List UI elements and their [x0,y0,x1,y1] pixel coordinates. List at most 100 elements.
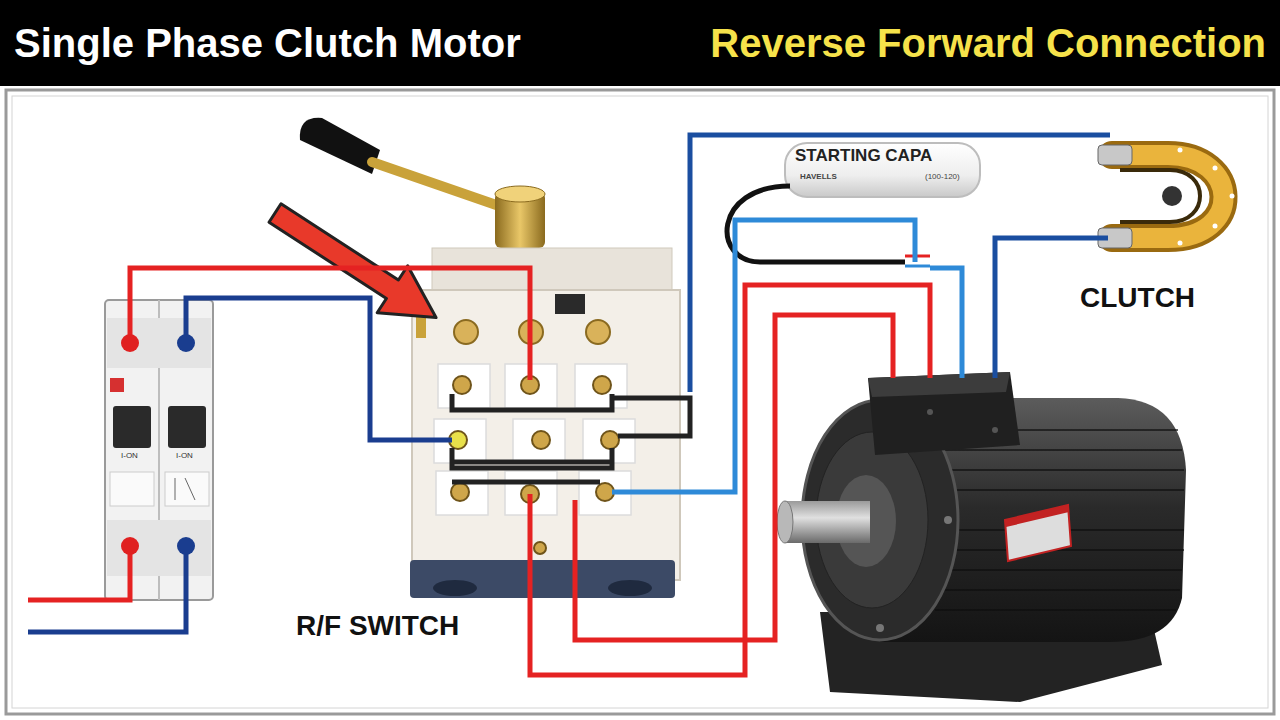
clutch-part-part [1213,166,1218,171]
motor-part [992,427,998,433]
pointer-arrow [260,190,452,342]
title-bar [0,0,1280,86]
cooling-fins-part [935,469,1184,471]
terminal-screws [449,376,619,554]
terminal-cells-part [513,419,565,463]
clutch-part-part [1213,224,1218,229]
terminal-screws-part [596,483,614,501]
rf-switch-part [416,316,426,338]
mcb-breaker-part [185,478,195,500]
mcb-breaker-part [175,478,176,500]
clutch-part [1112,155,1224,238]
motor-part-part [944,516,952,524]
brand-text: HAVELLS [800,172,837,181]
clutch-part [1162,186,1182,206]
nameplate [1005,505,1071,561]
component-label: R/F SWITCH [296,610,459,642]
mcb-breaker-part [105,300,213,600]
jumper-links-part [612,398,690,436]
terminal-cells [434,364,635,515]
motor-part [868,372,1010,397]
clutch-part [1098,145,1132,165]
rf-switch-part [555,294,585,314]
motor-shaft [785,501,870,543]
red-wire [28,546,130,600]
capacitor-lead [727,186,905,262]
switch-marking: I-ON [121,451,138,460]
terminal-cells-part [583,419,635,463]
clutch-part [1112,155,1224,238]
blue-wire [930,268,962,378]
motor-part [1005,505,1069,527]
clutch-part [1178,148,1235,246]
mcb-breaker-part [165,472,209,506]
cooling-fins-part [935,489,1184,491]
capacitor-part [785,143,980,197]
terminal-screws-part [532,431,550,449]
terminal-screws-part [451,483,469,501]
blue-wire [612,220,915,492]
pointer-arrow-part [260,190,452,342]
cooling-fins [935,430,1184,610]
motor-part-part [876,624,884,632]
toggle-handle [113,406,151,448]
cooling-fins-part [935,609,1176,611]
jumper-links-part [452,460,612,465]
jumper-links-part [452,394,612,410]
red-wire [130,268,530,380]
terminal-cells-part [575,364,627,408]
terminal-cells-part [436,471,488,515]
capacitor [785,143,980,197]
blue-wire [186,298,452,440]
component-label: STARTING CAPA [795,146,932,166]
terminal-screws-part [534,542,546,554]
mcb-terminals-part [121,537,139,555]
jumper-links-part [452,480,600,485]
mcb-terminals-part [177,334,195,352]
motor [777,372,1186,702]
mcb-breaker [105,300,213,600]
blue-wire [690,135,1110,392]
rf-switch-part [495,186,545,202]
rf-switch-part [433,580,477,596]
motor-part [927,409,933,415]
cooling-fins-part [935,589,1180,591]
terminal-screws-part [593,376,611,394]
mcb-terminals [121,334,195,555]
brand-logo [110,378,124,392]
wires [28,135,1110,675]
clutch-part-part [1178,148,1183,153]
cooling-fins-part [935,449,1182,451]
component-label: CLUTCH [1080,282,1195,314]
terminal-screws-part [601,431,619,449]
mcb-breaker-part [110,472,154,506]
clutch-part [1120,170,1200,222]
rating-text: (100-120) [925,172,960,181]
red-wire [530,285,930,675]
clutch [1098,145,1235,248]
rf-switch-part [608,580,652,596]
switch-lever [372,162,502,207]
terminal-screws-part [453,376,471,394]
cover-screws-part [586,320,610,344]
toggle-handle [168,406,206,448]
jumper-links-part [452,448,612,468]
terminal-box [868,372,1020,455]
switch-marking: I-ON [176,451,193,460]
switch-base [410,560,675,598]
rf-switch [300,118,690,598]
blue-wire [28,546,186,632]
red-wire [575,315,893,640]
frame-inner [12,96,1268,708]
cooling-fins-part [935,569,1182,571]
title-highlight: Reverse Forward Connection [710,20,1266,66]
mcb-breaker-part [107,318,211,368]
switch-knob [300,118,380,174]
jumper-links [452,394,690,482]
mcb-terminals-part [177,537,195,555]
title: Single Phase Clutch Motor [14,20,521,66]
